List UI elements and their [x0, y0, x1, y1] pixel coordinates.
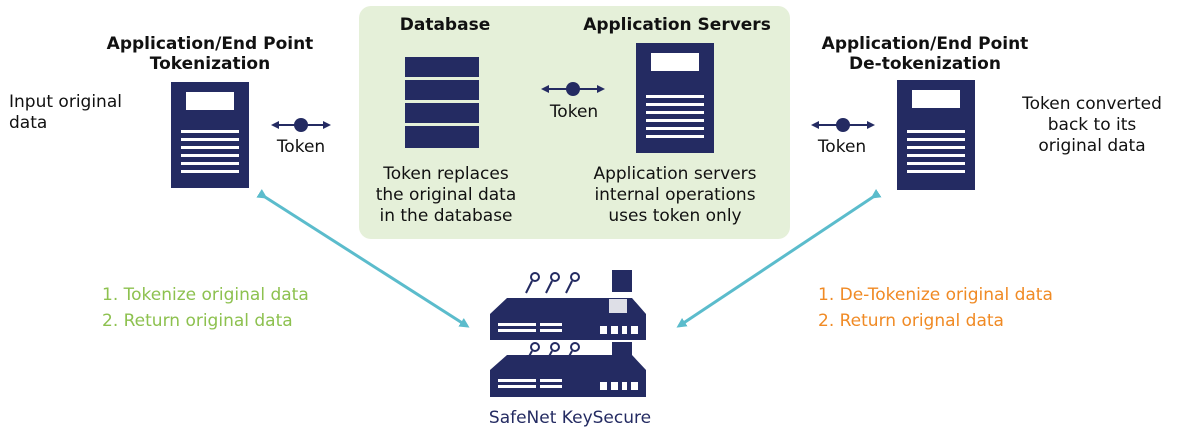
application-servers-title: Application Servers [583, 15, 771, 35]
left-token-label: Token [276, 137, 326, 157]
output-line1: Token converted [1022, 94, 1162, 114]
keysecure-label: SafeNet KeySecure [488, 408, 652, 428]
detokenize-step2: 2. Return orignal data [818, 311, 1004, 331]
detokenization-title-line1: Application/End Point [821, 34, 1029, 54]
tokenization-title-line2: Tokenization [149, 54, 271, 74]
app-servers-desc-line3: uses token only [608, 206, 742, 226]
token-converted-label: Token converted back to its original dat… [1012, 94, 1172, 157]
left-token-connector-icon [271, 118, 331, 132]
detokenization-server-icon [897, 80, 975, 190]
keysecure-appliance-icon [490, 270, 646, 397]
right-token-label: Token [817, 137, 867, 157]
tokenization-server-icon [171, 82, 249, 188]
input-original-data-label: Input original data [9, 92, 159, 134]
database-icon [405, 57, 479, 148]
detokenization-endpoint-title: Application/End Point De-tokenization [810, 34, 1040, 74]
left-keysecure-arrow [256, 189, 470, 328]
app-servers-desc-line1: Application servers [593, 164, 757, 184]
middle-token-label: Token [549, 102, 599, 122]
input-line2: data [9, 113, 48, 133]
database-title: Database [399, 15, 491, 35]
detokenize-step1: 1. De-Tokenize original data [818, 285, 1053, 305]
tokenize-step2: 2. Return original data [102, 311, 293, 331]
output-line2: back to its [1047, 115, 1137, 135]
right-keysecure-arrow [676, 188, 882, 328]
database-description: Token replaces the original data in the … [366, 164, 526, 227]
detokenization-title-line2: De-tokenization [849, 54, 1001, 74]
app-servers-desc-line2: internal operations [594, 185, 756, 205]
application-servers-description: Application servers internal operations … [580, 164, 770, 227]
application-server-icon [636, 43, 714, 153]
tokenization-endpoint-title: Application/End Point Tokenization [90, 34, 330, 74]
input-line1: Input original [9, 92, 122, 112]
tokenize-step1: 1. Tokenize original data [102, 285, 309, 305]
database-desc-line1: Token replaces [383, 164, 509, 184]
tokenization-title-line1: Application/End Point [106, 34, 314, 54]
middle-token-connector-icon [541, 82, 605, 96]
tokenize-steps: 1. Tokenize original data 2. Return orig… [102, 282, 362, 334]
database-desc-line3: in the database [379, 206, 513, 226]
output-line3: original data [1038, 136, 1146, 156]
detokenize-steps: 1. De-Tokenize original data 2. Return o… [818, 282, 1098, 334]
right-token-connector-icon [811, 118, 875, 132]
database-desc-line2: the original data [375, 185, 517, 205]
